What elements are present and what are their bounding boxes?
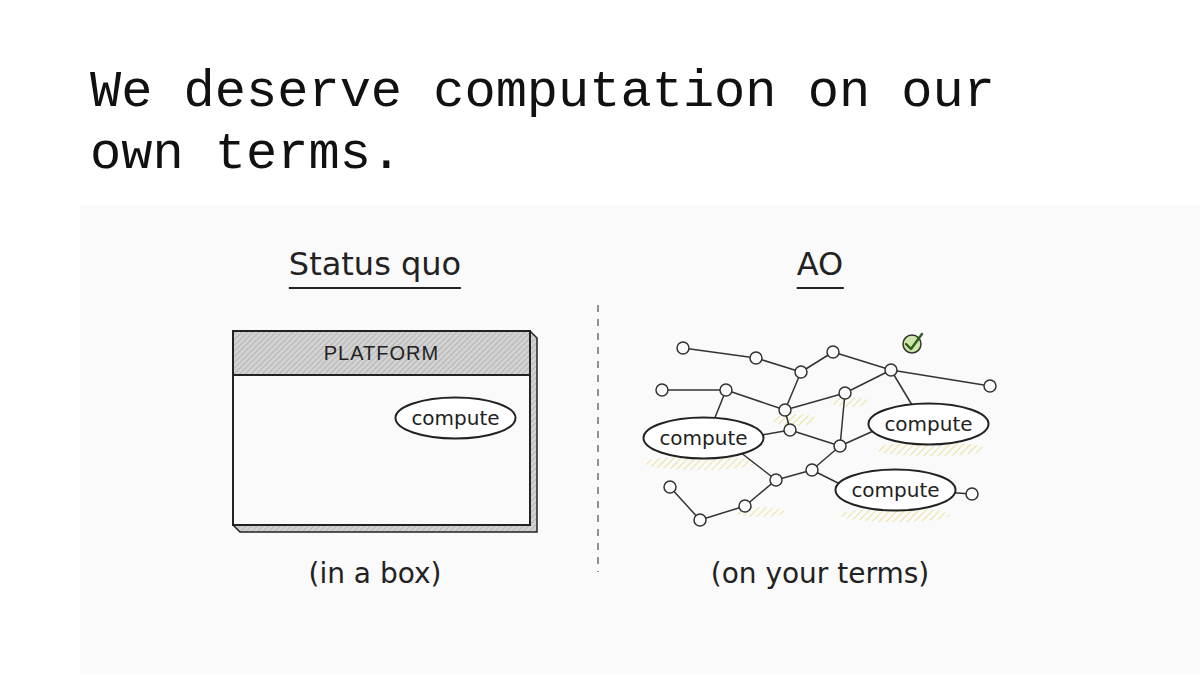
panel-ground [80, 205, 1200, 675]
ellipse-shape [396, 398, 516, 439]
section-heading: Status quo [289, 244, 461, 289]
platform-shadow [233, 331, 537, 532]
title: We deserve computation on our own terms. [90, 62, 1070, 186]
highlight-marks [645, 397, 985, 522]
section-caption: (in a box) [309, 556, 442, 591]
platform-border [233, 331, 530, 525]
ellipse-shape [644, 418, 764, 459]
compute-ellipse: compute [867, 402, 990, 446]
section-heading: AO [797, 244, 844, 289]
platform-box: PLATFORM compute [232, 330, 538, 533]
section-caption: (on your terms) [711, 556, 930, 591]
platform-header [233, 331, 530, 375]
node-text: compute [411, 406, 499, 430]
ellipse-shape [836, 470, 956, 511]
compute-ellipse: compute [394, 396, 517, 440]
node-text: compute [851, 478, 939, 502]
node-text: compute [659, 426, 747, 450]
node-text: compute [884, 412, 972, 436]
ellipse-shape [869, 404, 989, 445]
compute-ellipse: compute [834, 468, 957, 512]
check-mark [903, 334, 922, 353]
platform-title: PLATFORM [233, 331, 530, 375]
compute-ellipse: compute [642, 416, 765, 460]
network-dots [656, 342, 996, 526]
divider-line [597, 305, 599, 572]
